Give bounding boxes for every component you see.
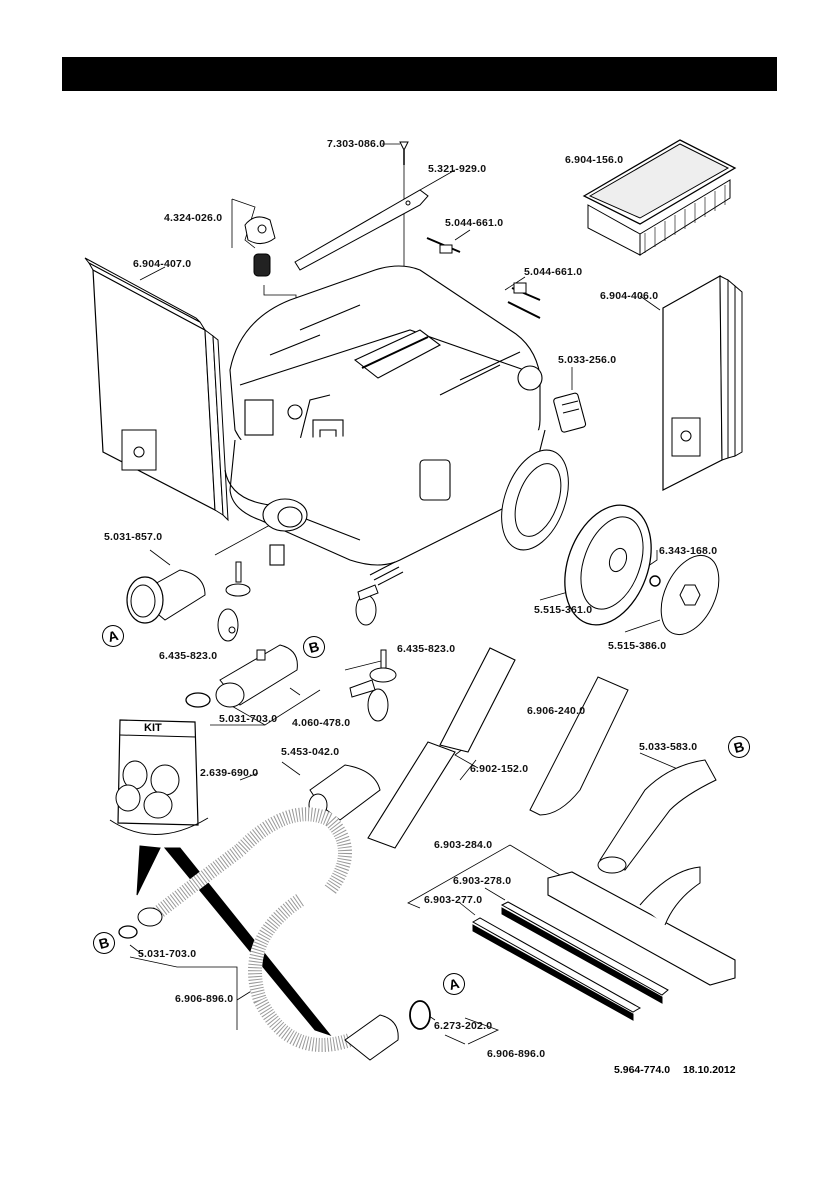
elbow-illustration bbox=[597, 759, 717, 874]
part-label-filter-bags-left: 6.904-407.0 bbox=[133, 258, 192, 270]
document-date: 18.10.2012 bbox=[683, 1064, 736, 1076]
part-label-hub-nut: 6.343-168.0 bbox=[659, 545, 718, 557]
suction-tubes-illustration bbox=[367, 647, 516, 849]
part-label-flat-filter: 6.904-156.0 bbox=[565, 154, 624, 166]
rubber-strip-illustration bbox=[471, 917, 642, 1021]
caster-body-illustration bbox=[355, 584, 379, 626]
part-label-elbow: 5.033-583.0 bbox=[639, 741, 698, 753]
part-label-caster-right: 6.435-823.0 bbox=[397, 643, 456, 655]
part-label-suction-tubes: 6.902-152.0 bbox=[470, 763, 529, 775]
header-bar bbox=[62, 57, 777, 91]
part-label-hose-holder-1: 5.044-661.0 bbox=[445, 217, 504, 229]
strip-brush-illustration bbox=[500, 901, 669, 1004]
kit-label: KIT bbox=[144, 722, 162, 734]
part-label-floor-nozzle: 6.903-284.0 bbox=[434, 839, 493, 851]
part-label-filter-bags-right: 6.904-406.0 bbox=[600, 290, 659, 302]
floor-nozzle-illustration bbox=[547, 866, 736, 986]
part-label-kit: 2.639-690.0 bbox=[200, 767, 259, 779]
part-label-clamp-ring-top: 5.031-703.0 bbox=[219, 713, 278, 725]
filter-bags-left-illustration bbox=[84, 257, 229, 522]
cover-strip-illustration bbox=[294, 189, 429, 271]
part-label-wheel: 5.515-361.0 bbox=[534, 604, 593, 616]
part-label-caster-left: 6.435-823.0 bbox=[159, 650, 218, 662]
kit-bag-illustration bbox=[109, 719, 332, 1037]
part-label-sleeve-ring: 6.273-202.0 bbox=[434, 1020, 493, 1032]
part-label-clamp-ring-bottom: 5.031-703.0 bbox=[138, 948, 197, 960]
part-label-reducer: 5.453-042.0 bbox=[281, 746, 340, 758]
part-label-hubcap: 5.515-386.0 bbox=[608, 640, 667, 652]
part-label-adapter-set: 4.060-478.0 bbox=[292, 717, 351, 729]
part-label-side-cover: 5.033-256.0 bbox=[558, 354, 617, 366]
flat-filter-illustration bbox=[582, 139, 737, 256]
vacuum-body-illustration bbox=[224, 265, 587, 586]
part-label-cover-strip: 5.321-929.0 bbox=[428, 163, 487, 175]
hose-holders-illustration bbox=[426, 237, 541, 319]
connector-a-illustration bbox=[126, 569, 206, 624]
part-label-hose-left: 6.906-896.0 bbox=[175, 993, 234, 1005]
filter-bags-right-illustration bbox=[662, 274, 743, 491]
caster-right-illustration bbox=[349, 649, 397, 722]
part-label-screw: 7.303-086.0 bbox=[327, 138, 386, 150]
document-number: 5.964-774.0 bbox=[614, 1064, 671, 1076]
part-label-hose-right: 6.906-896.0 bbox=[487, 1048, 546, 1060]
caster-left-illustration bbox=[217, 561, 251, 642]
knob-illustration bbox=[244, 216, 276, 277]
part-label-connector-a: 5.031-857.0 bbox=[104, 531, 163, 543]
part-label-rubber-strip: 6.903-277.0 bbox=[424, 894, 483, 906]
part-label-knob: 4.324-026.0 bbox=[164, 212, 223, 224]
adapter-illustration bbox=[185, 644, 298, 708]
crevice-nozzle-illustration bbox=[529, 676, 629, 816]
suction-hose-illustration bbox=[118, 807, 431, 1061]
wheel-back-illustration bbox=[501, 449, 569, 551]
hubcap-illustration bbox=[660, 554, 720, 636]
wheel-illustration bbox=[564, 504, 652, 626]
part-label-crevice-nozzle: 6.906-240.0 bbox=[527, 705, 586, 717]
screw-illustration bbox=[399, 141, 409, 165]
part-label-strip-brush: 6.903-278.0 bbox=[453, 875, 512, 887]
part-label-hose-holder-2: 5.044-661.0 bbox=[524, 266, 583, 278]
hub-nut-illustration bbox=[649, 575, 661, 587]
